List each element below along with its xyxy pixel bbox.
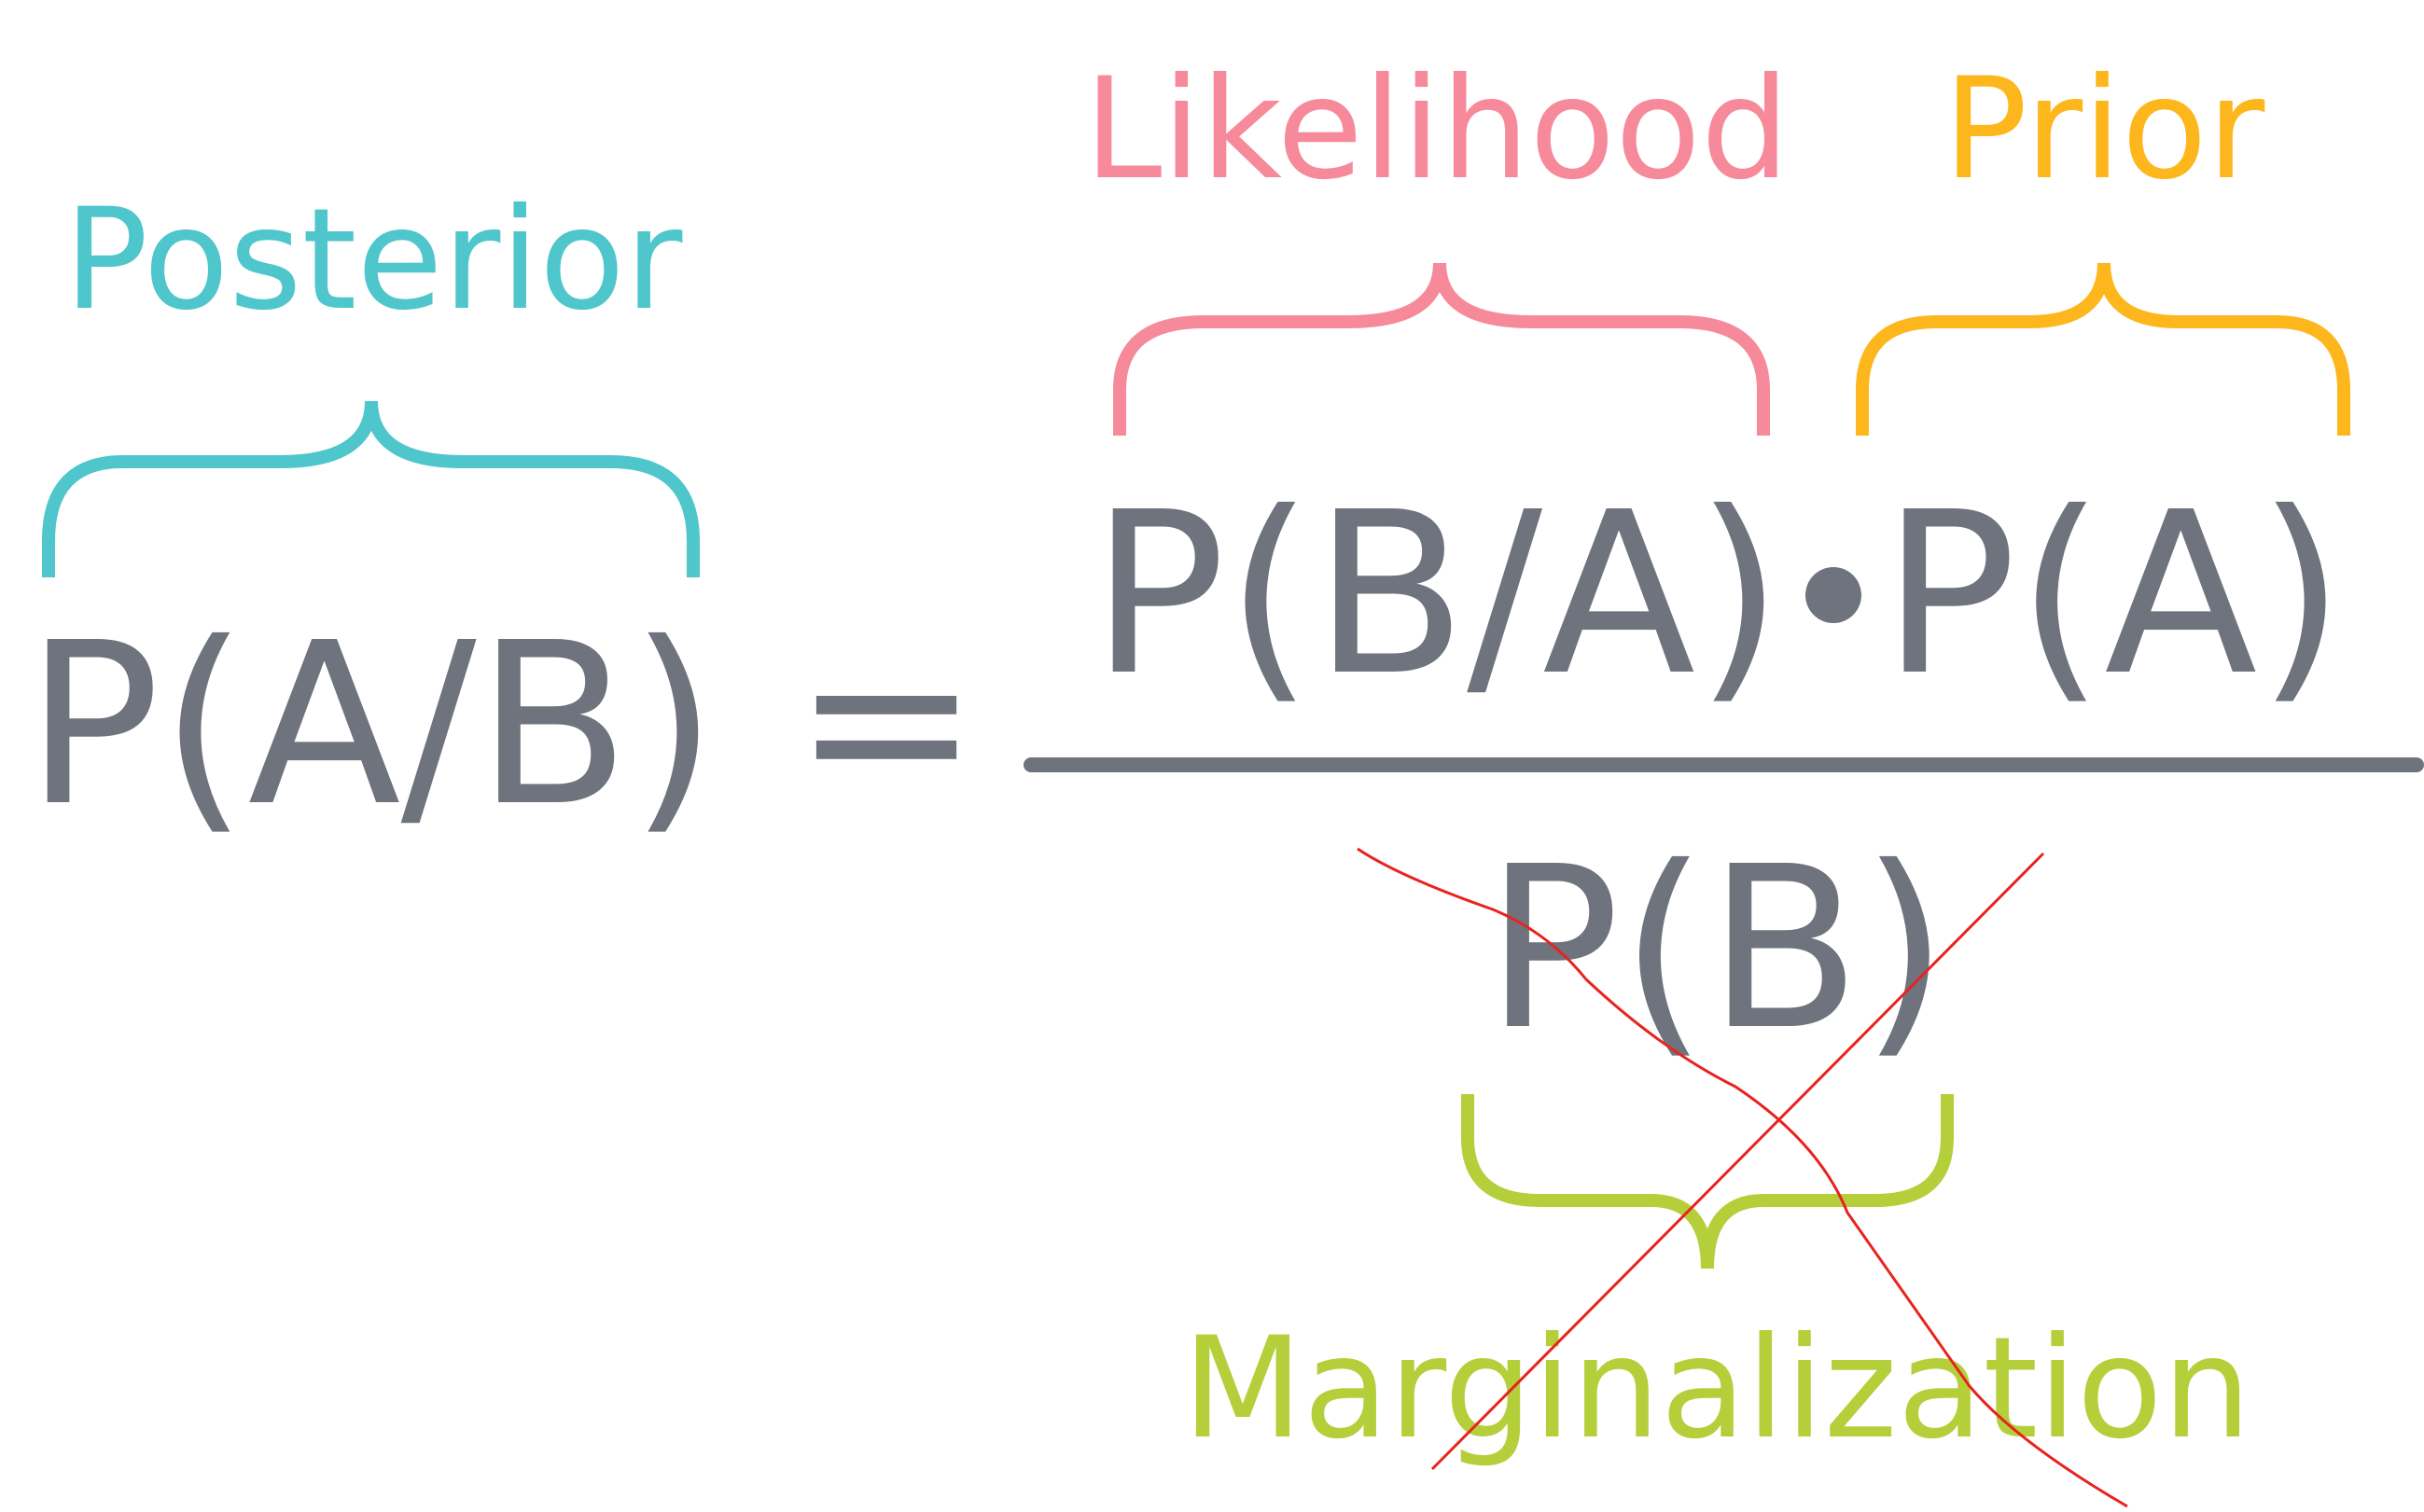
posterior-brace — [42, 400, 700, 577]
marginalization-brace — [1461, 1094, 1954, 1269]
posterior-term: P(A/B) — [25, 594, 717, 855]
strike-line-1 — [1357, 847, 2128, 1508]
prior-label: Prior — [1943, 49, 2265, 211]
prior-brace — [1856, 262, 2350, 436]
prior-term: P(A) — [1882, 464, 2345, 725]
likelihood-brace — [1113, 262, 1770, 436]
marginal-term: P(B) — [1485, 818, 1949, 1079]
multiplication-dot — [1805, 567, 1861, 623]
likelihood-label: Likelihood — [1084, 49, 1790, 211]
posterior-label: Posterior — [64, 179, 683, 341]
marginalization-label: Marginalization — [1182, 1308, 2251, 1470]
equals-sign: = — [792, 590, 980, 851]
strike-line-2 — [1430, 852, 2045, 1471]
likelihood-term: P(B/A) — [1091, 464, 1783, 725]
